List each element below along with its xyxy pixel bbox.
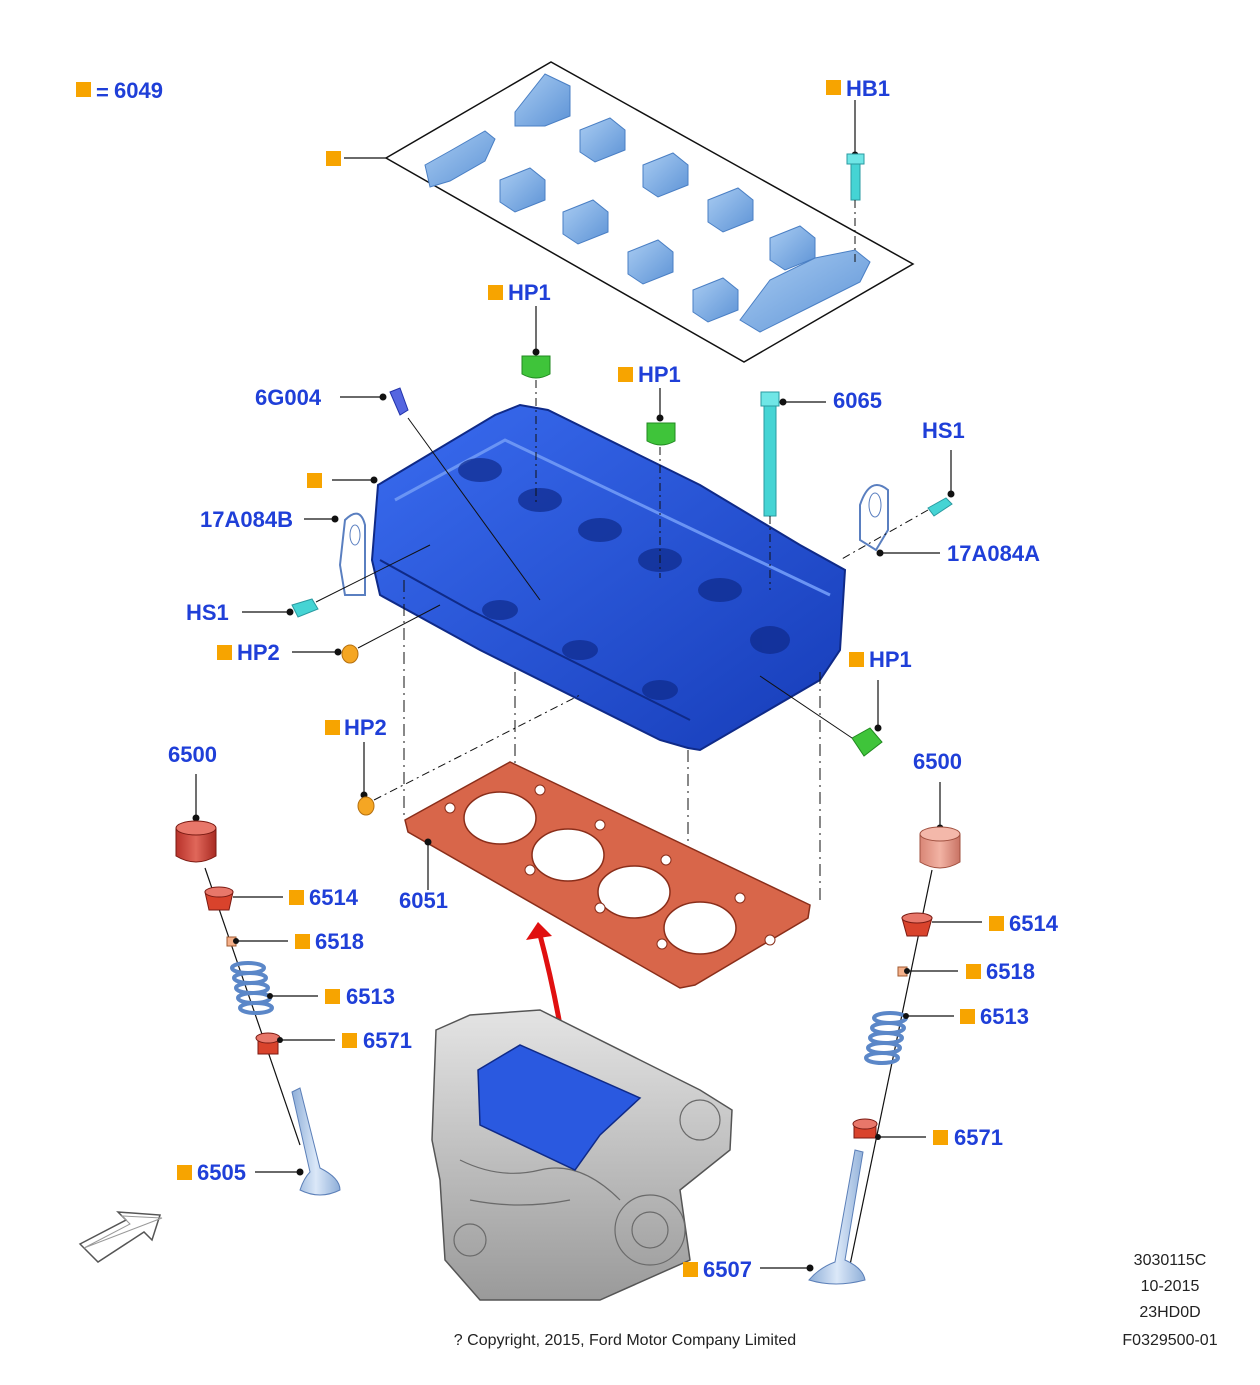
label-6513-right: 6513 bbox=[980, 1004, 1029, 1029]
legend-equals: = bbox=[96, 80, 109, 105]
6571-left-square-icon bbox=[342, 1033, 357, 1048]
hp1-right-square-icon bbox=[849, 652, 864, 667]
right-valve-train bbox=[760, 782, 982, 1285]
ref-date: 10-2015 bbox=[1140, 1278, 1200, 1295]
label-hp1-right: HP1 bbox=[869, 647, 912, 672]
hp2-plug-lower bbox=[357, 694, 581, 816]
label-6g004: 6G004 bbox=[255, 385, 322, 410]
6513-right-square-icon bbox=[960, 1009, 975, 1024]
sensor-6g004 bbox=[340, 387, 541, 601]
label-hs1-left: HS1 bbox=[186, 600, 229, 625]
label-6514-left: 6514 bbox=[309, 885, 358, 910]
6507-square-icon bbox=[683, 1262, 698, 1277]
label-hp1-top: HP1 bbox=[508, 280, 551, 305]
label-hp2-lower: HP2 bbox=[344, 715, 387, 740]
6513-left-square-icon bbox=[325, 989, 340, 1004]
legend-square-icon bbox=[76, 82, 91, 97]
label-6507: 6507 bbox=[703, 1257, 752, 1282]
label-6518-right: 6518 bbox=[986, 959, 1035, 984]
copyright-notice: ? Copyright, 2015, Ford Motor Company Li… bbox=[453, 1332, 797, 1349]
label-6065: 6065 bbox=[833, 388, 882, 413]
label-17a084a: 17A084A bbox=[947, 541, 1040, 566]
label-hp2-upper: HP2 bbox=[237, 640, 280, 665]
lifting-eye-17a084b bbox=[304, 512, 366, 596]
assembly-arrow-head bbox=[526, 922, 552, 940]
hp1-top-square-icon bbox=[488, 285, 503, 300]
label-hs1-right: HS1 bbox=[922, 418, 965, 443]
label-6571-right: 6571 bbox=[954, 1125, 1003, 1150]
ref-code-2: 23HD0D bbox=[1139, 1304, 1201, 1321]
label-6500-right: 6500 bbox=[913, 749, 962, 774]
cylinder-head bbox=[370, 403, 847, 752]
caps-square-icon bbox=[326, 151, 341, 166]
hp2-lower-square-icon bbox=[325, 720, 340, 735]
label-hb1: HB1 bbox=[846, 76, 891, 101]
hp2-upper-square-icon bbox=[217, 645, 232, 660]
legend-code: 6049 bbox=[114, 78, 163, 103]
hb1-square-icon bbox=[826, 80, 841, 95]
label-6500-left: 6500 bbox=[168, 742, 217, 767]
hp1-mid-square-icon bbox=[618, 367, 633, 382]
6518-left-square-icon bbox=[295, 934, 310, 949]
label-6518-left: 6518 bbox=[315, 929, 364, 954]
front-direction-arrow bbox=[78, 1211, 163, 1263]
head-bolt-6065 bbox=[760, 391, 826, 590]
ref-code-1: 3030115C bbox=[1133, 1252, 1207, 1269]
6518-right-square-icon bbox=[966, 964, 981, 979]
engine-thumbnail bbox=[431, 1009, 733, 1301]
label-6571-left: 6571 bbox=[363, 1028, 412, 1053]
6514-right-square-icon bbox=[989, 916, 1004, 931]
head-gasket-6051 bbox=[404, 761, 811, 989]
head-square-icon bbox=[307, 473, 322, 488]
bearing-cap-panel bbox=[344, 61, 915, 363]
label-6514-right: 6514 bbox=[1009, 911, 1058, 936]
hp1-plug-mid bbox=[646, 388, 676, 578]
label-17a084b: 17A084B bbox=[200, 507, 293, 532]
hs1-bolt-left bbox=[242, 544, 431, 618]
lifting-eye-17a084a bbox=[859, 484, 940, 557]
left-valve-train bbox=[175, 774, 341, 1196]
label-hp1-mid: HP1 bbox=[638, 362, 681, 387]
label-6505: 6505 bbox=[197, 1160, 246, 1185]
label-6513-left: 6513 bbox=[346, 984, 395, 1009]
hs1-bolt-right bbox=[839, 450, 955, 561]
6514-left-square-icon bbox=[289, 890, 304, 905]
hp1-plug-right bbox=[759, 675, 883, 757]
6571-right-square-icon bbox=[933, 1130, 948, 1145]
hp2-plug-upper bbox=[292, 604, 441, 664]
ref-code-3: F0329500-01 bbox=[1122, 1332, 1218, 1349]
label-6051: 6051 bbox=[399, 888, 448, 913]
hp1-plug-top bbox=[521, 306, 551, 505]
6505-square-icon bbox=[177, 1165, 192, 1180]
